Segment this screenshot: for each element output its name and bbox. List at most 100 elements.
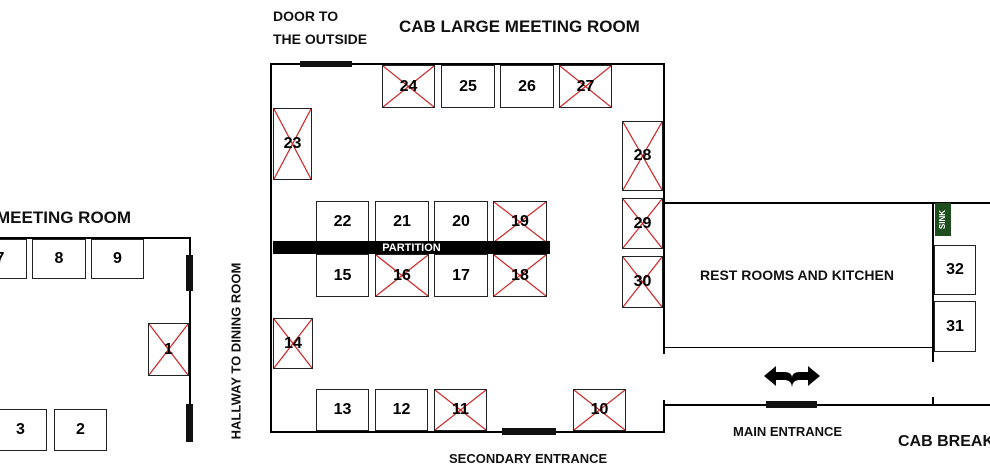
booth-20[interactable]: 20 — [434, 201, 488, 243]
booth-number: 25 — [459, 77, 477, 95]
booth-number: 24 — [399, 77, 418, 95]
secondary-entrance-label: SECONDARY ENTRANCE — [449, 451, 608, 466]
taken-x-mark — [623, 122, 662, 190]
booth-number: 31 — [946, 317, 964, 335]
booth-8[interactable]: 8 — [32, 239, 86, 279]
taken-x-mark — [574, 390, 625, 430]
large-room-right-wall-middle — [663, 197, 665, 354]
booth-3[interactable]: 3 — [0, 409, 47, 451]
booth-11[interactable]: 11 — [434, 389, 487, 431]
booth-number: 27 — [576, 77, 595, 95]
taken-x-mark — [560, 66, 611, 107]
taken-x-mark — [383, 66, 434, 107]
taken-x-mark — [623, 199, 662, 248]
large-room-right-wall-lower — [663, 400, 665, 433]
booth-number: 8 — [54, 250, 64, 267]
restrooms-right-wall — [932, 202, 934, 362]
sink: SINK — [935, 203, 951, 236]
restrooms-label: REST ROOMS AND KITCHEN — [700, 267, 894, 283]
taken-x-mark — [376, 255, 428, 296]
booth-number: 20 — [452, 213, 470, 230]
taken-x-mark — [274, 319, 312, 368]
booth-number: 22 — [333, 213, 352, 230]
large-room-title: CAB LARGE MEETING ROOM — [399, 17, 640, 36]
booth-number: 15 — [333, 266, 352, 284]
booth-14[interactable]: 14 — [273, 318, 313, 369]
booth-16[interactable]: 16 — [375, 254, 429, 297]
booth-number: 13 — [333, 401, 352, 418]
corridor-post — [932, 397, 934, 406]
booth-17[interactable]: 17 — [434, 254, 488, 297]
left-room-door-lower[interactable] — [186, 404, 193, 442]
booth-15[interactable]: 15 — [316, 254, 369, 297]
main-entrance-door[interactable] — [766, 401, 817, 408]
booth-number: 30 — [633, 273, 652, 290]
taken-x-mark — [494, 255, 546, 296]
booth-9[interactable]: 9 — [91, 239, 144, 279]
main-entrance-label: MAIN ENTRANCE — [733, 424, 843, 439]
partition: PARTITION — [273, 241, 550, 254]
booth-number: 23 — [283, 135, 302, 152]
booth-number: 17 — [452, 266, 470, 284]
booth-2[interactable]: 2 — [54, 409, 107, 451]
door-to-outside[interactable] — [300, 61, 352, 67]
booth-number: 16 — [393, 266, 411, 284]
booth-number: 26 — [518, 77, 536, 95]
door-outside-label: DOOR TO — [273, 8, 339, 24]
booth-18[interactable]: 18 — [493, 254, 547, 297]
booth-number: 18 — [511, 266, 529, 284]
booth-number: 10 — [590, 401, 609, 418]
booth-number: 9 — [113, 250, 122, 267]
door-outside-label-2: THE OUTSIDE — [273, 31, 368, 47]
booth-number: 28 — [633, 147, 652, 164]
booth-number: 11 — [452, 401, 469, 418]
booth-number: 14 — [284, 334, 302, 352]
breakroom-label: CAB BREAK — [898, 433, 990, 450]
secondary-entrance-door[interactable] — [502, 428, 556, 435]
booth-number: 3 — [16, 421, 25, 438]
taken-x-mark — [149, 324, 188, 375]
booth-12[interactable]: 12 — [375, 389, 428, 431]
booth-number: 12 — [392, 401, 411, 418]
booth-27[interactable]: 27 — [559, 65, 612, 108]
booth-21[interactable]: 21 — [375, 201, 429, 243]
booth-13[interactable]: 13 — [316, 389, 369, 431]
booth-32[interactable]: 32 — [934, 245, 976, 295]
booth-22[interactable]: 22 — [316, 201, 369, 243]
large-room-right-wall-upper — [663, 63, 665, 198]
booth-1[interactable]: 1 — [148, 323, 189, 376]
left-room-door-upper[interactable] — [186, 255, 193, 291]
booth-number: 29 — [633, 214, 652, 232]
booth-26[interactable]: 26 — [500, 65, 554, 108]
left-room-title: MEETING ROOM — [0, 208, 132, 227]
booth-25[interactable]: 25 — [441, 65, 495, 108]
split-arrow-icon — [764, 366, 820, 401]
taken-x-mark — [623, 257, 662, 307]
booth-30[interactable]: 30 — [622, 256, 663, 308]
large-room-left-wall — [270, 63, 272, 433]
booth-7[interactable]: 7 — [0, 239, 27, 279]
hallway-label-wrap: HALLWAY TO DINING ROOM — [228, 253, 244, 449]
taken-x-mark — [435, 390, 486, 430]
left-room-right-wall — [189, 237, 191, 442]
booth-number: 19 — [511, 213, 529, 230]
booth-number: 21 — [393, 213, 411, 230]
booth-31[interactable]: 31 — [934, 301, 976, 352]
booth-29[interactable]: 29 — [622, 198, 663, 249]
booth-number: 7 — [0, 250, 4, 268]
booth-10[interactable]: 10 — [573, 389, 626, 431]
corridor-wall — [665, 404, 990, 406]
booth-number: 1 — [164, 340, 173, 358]
large-room-bottom-wall — [270, 431, 665, 433]
restrooms-top-wall — [665, 202, 990, 204]
booth-19[interactable]: 19 — [493, 201, 547, 243]
restrooms-bottom-line — [665, 347, 933, 348]
booth-28[interactable]: 28 — [622, 121, 663, 191]
booth-number: 2 — [76, 421, 85, 438]
booth-23[interactable]: 23 — [273, 108, 312, 180]
partition-label: PARTITION — [382, 241, 441, 254]
booth-24[interactable]: 24 — [382, 65, 435, 108]
taken-x-mark — [494, 202, 546, 242]
taken-x-mark — [274, 109, 311, 179]
